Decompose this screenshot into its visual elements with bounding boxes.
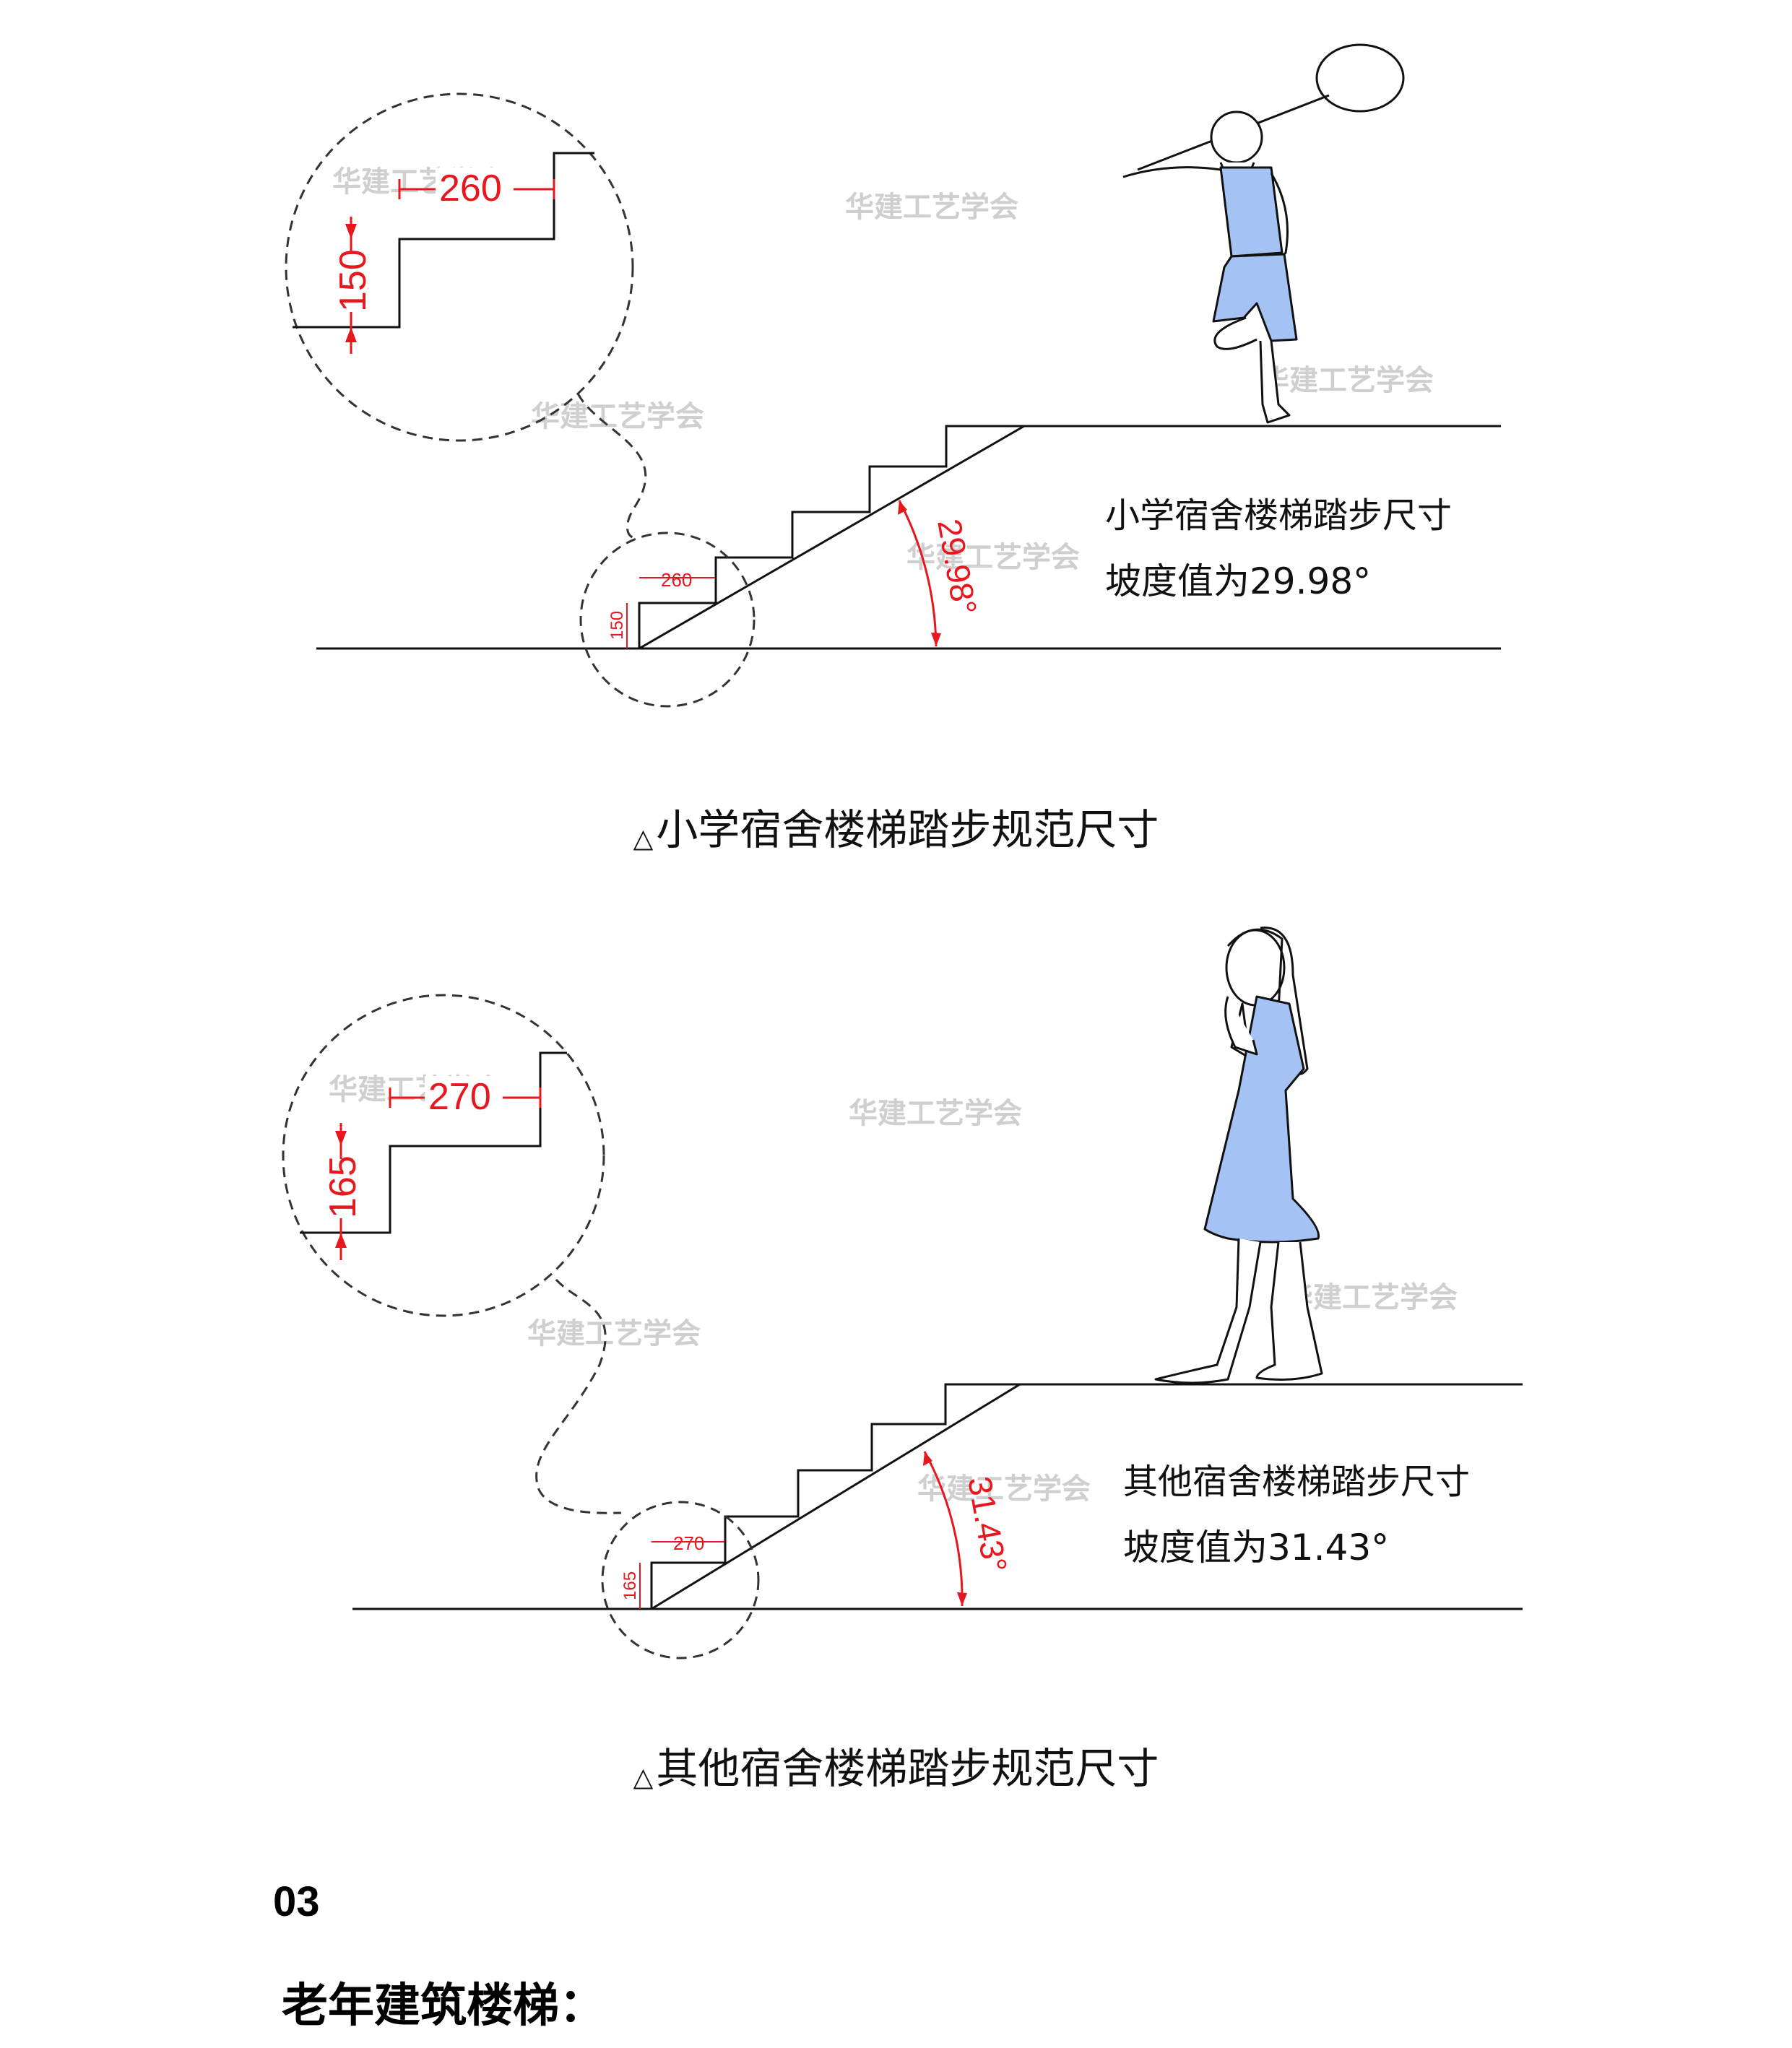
stair-note-slope: 坡度值为31.43° <box>1123 1527 1389 1568</box>
dim-arrow <box>335 1233 347 1248</box>
watermark: 华建工艺学会 <box>1284 1281 1458 1314</box>
dim-arrow <box>345 224 357 239</box>
section-number: 03 <box>273 1878 320 1925</box>
angle-arc <box>923 1451 964 1607</box>
tread-label-small: 260 <box>661 569 692 591</box>
angle-arrow <box>931 633 941 646</box>
figure-caption: △小学宿舍楼梯踏步规范尺寸 <box>0 796 1792 856</box>
stair-stringer <box>639 425 1025 650</box>
label-bg <box>425 1076 503 1114</box>
stair-note-slope: 坡度值为29.98° <box>1105 560 1371 602</box>
angle-label: 29.98° <box>930 516 984 618</box>
stair-note-title: 其他宿舍楼梯踏步尺寸 <box>1123 1462 1470 1502</box>
detail-steps <box>300 1051 567 1234</box>
woman-figure <box>1154 927 1323 1384</box>
watermark: 华建工艺学会 <box>1260 364 1434 397</box>
label-bg <box>329 1159 352 1218</box>
detail-circle-large <box>282 994 605 1317</box>
label-bg <box>436 168 514 205</box>
watermark: 华建工艺学会 <box>527 1317 701 1350</box>
riser-label-large: 150 <box>332 249 374 312</box>
balloon <box>1315 43 1405 113</box>
riser-label-small: 150 <box>607 611 627 640</box>
tread-label-large: 260 <box>439 168 502 209</box>
angle-arc <box>898 500 938 647</box>
detail-circle-small <box>601 1501 760 1659</box>
section-title: 老年建筑楼梯： <box>282 1979 605 2033</box>
figure-caption: △其他宿舍楼梯踏步规范尺寸 <box>0 1735 1792 1795</box>
detail-circle-large <box>285 92 634 442</box>
watermark: 华建工艺学会 <box>849 1097 1022 1130</box>
dim-arrow <box>345 327 357 342</box>
caption-marker: △ <box>633 1763 654 1792</box>
riser-label-small: 165 <box>620 1571 640 1600</box>
watermark: 华建工艺学会 <box>845 191 1018 224</box>
angle-arrow <box>923 1452 932 1466</box>
label-bg <box>339 253 363 312</box>
stair-diagram-primary-school: 华建工艺学会 华建工艺学会 华建工艺学会 华建工艺学会 华建工艺学会 29.98… <box>285 43 1501 708</box>
angle-arrow <box>898 500 907 515</box>
caption-marker: △ <box>633 824 654 854</box>
watermark: 华建工艺学会 <box>906 541 1080 574</box>
tread-label-large: 270 <box>428 1076 491 1118</box>
caption-text: 小学宿舍楼梯踏步规范尺寸 <box>656 805 1159 854</box>
detail-connector <box>576 393 647 539</box>
detail-connector <box>535 1278 622 1514</box>
watermark: 华建工艺学会 <box>531 400 704 433</box>
stair-stringer <box>651 1383 1021 1610</box>
child-figure <box>1122 43 1405 424</box>
angle-arrow <box>957 1592 967 1606</box>
detail-steps <box>293 152 594 329</box>
stair-note-title: 小学宿舍楼梯踏步尺寸 <box>1105 495 1452 536</box>
riser-label-large: 165 <box>322 1155 364 1218</box>
stair-diagram-other-dorm: 华建工艺学会 华建工艺学会 华建工艺学会 华建工艺学会 华建工艺学会 31.43… <box>282 927 1523 1659</box>
stair-steps <box>638 425 1024 648</box>
stair-steps <box>650 1383 1020 1609</box>
dim-arrow <box>335 1131 347 1146</box>
detail-circle-small <box>579 531 756 708</box>
tread-label-small: 270 <box>673 1532 704 1554</box>
caption-text: 其他宿舍楼梯踏步规范尺寸 <box>656 1744 1159 1793</box>
watermark: 华建工艺学会 <box>917 1472 1091 1506</box>
